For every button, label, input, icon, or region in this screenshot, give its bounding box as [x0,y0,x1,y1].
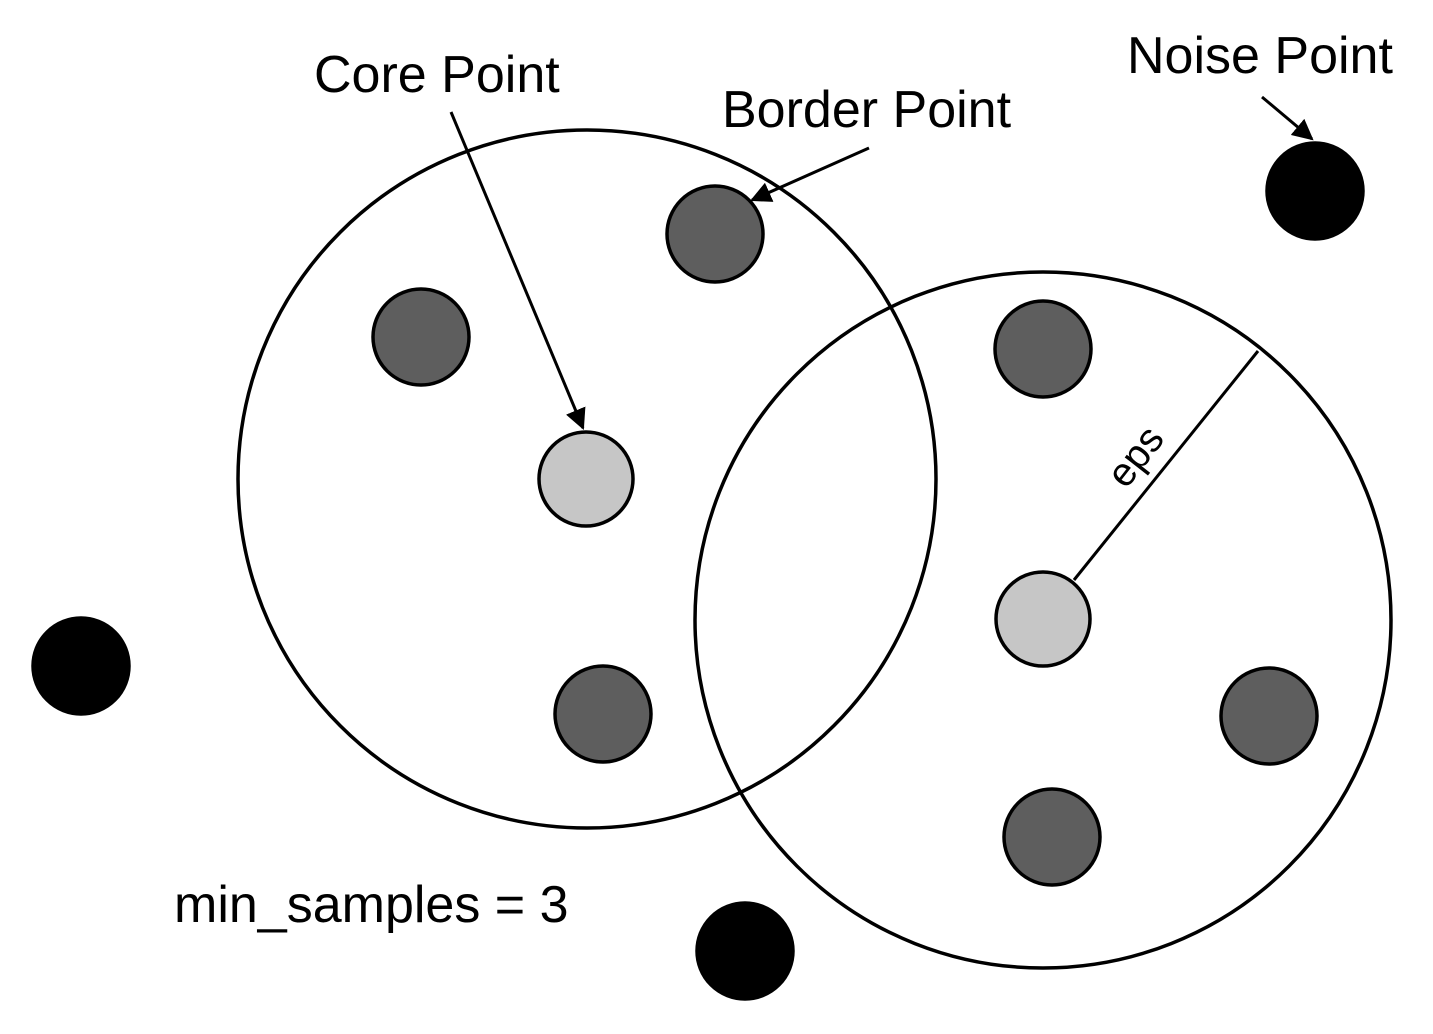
noise-point-label: Noise Point [1127,27,1393,85]
border-point [993,299,1093,399]
noise-point [695,901,795,1001]
eps-neighborhood-right [693,270,1393,970]
border-point [1002,787,1102,887]
core-point-left [537,430,635,528]
border-point [371,287,471,387]
border-point [1219,666,1319,766]
eps-label: eps [1098,418,1172,496]
noise-point-arrow [1261,95,1314,141]
noise-point [31,616,131,716]
eps-radius-line [1072,350,1260,581]
border-point-arrow [750,146,870,202]
border-point [665,184,765,284]
core-point-label: Core Point [314,46,560,104]
border-point [553,664,653,764]
border-point-label: Border Point [722,81,1012,139]
eps-neighborhood-left [236,128,938,830]
core-point-right [994,570,1092,668]
noise-point [1265,141,1365,241]
core-point-arrow [449,111,586,430]
min-samples-label: min_samples = 3 [174,876,569,934]
